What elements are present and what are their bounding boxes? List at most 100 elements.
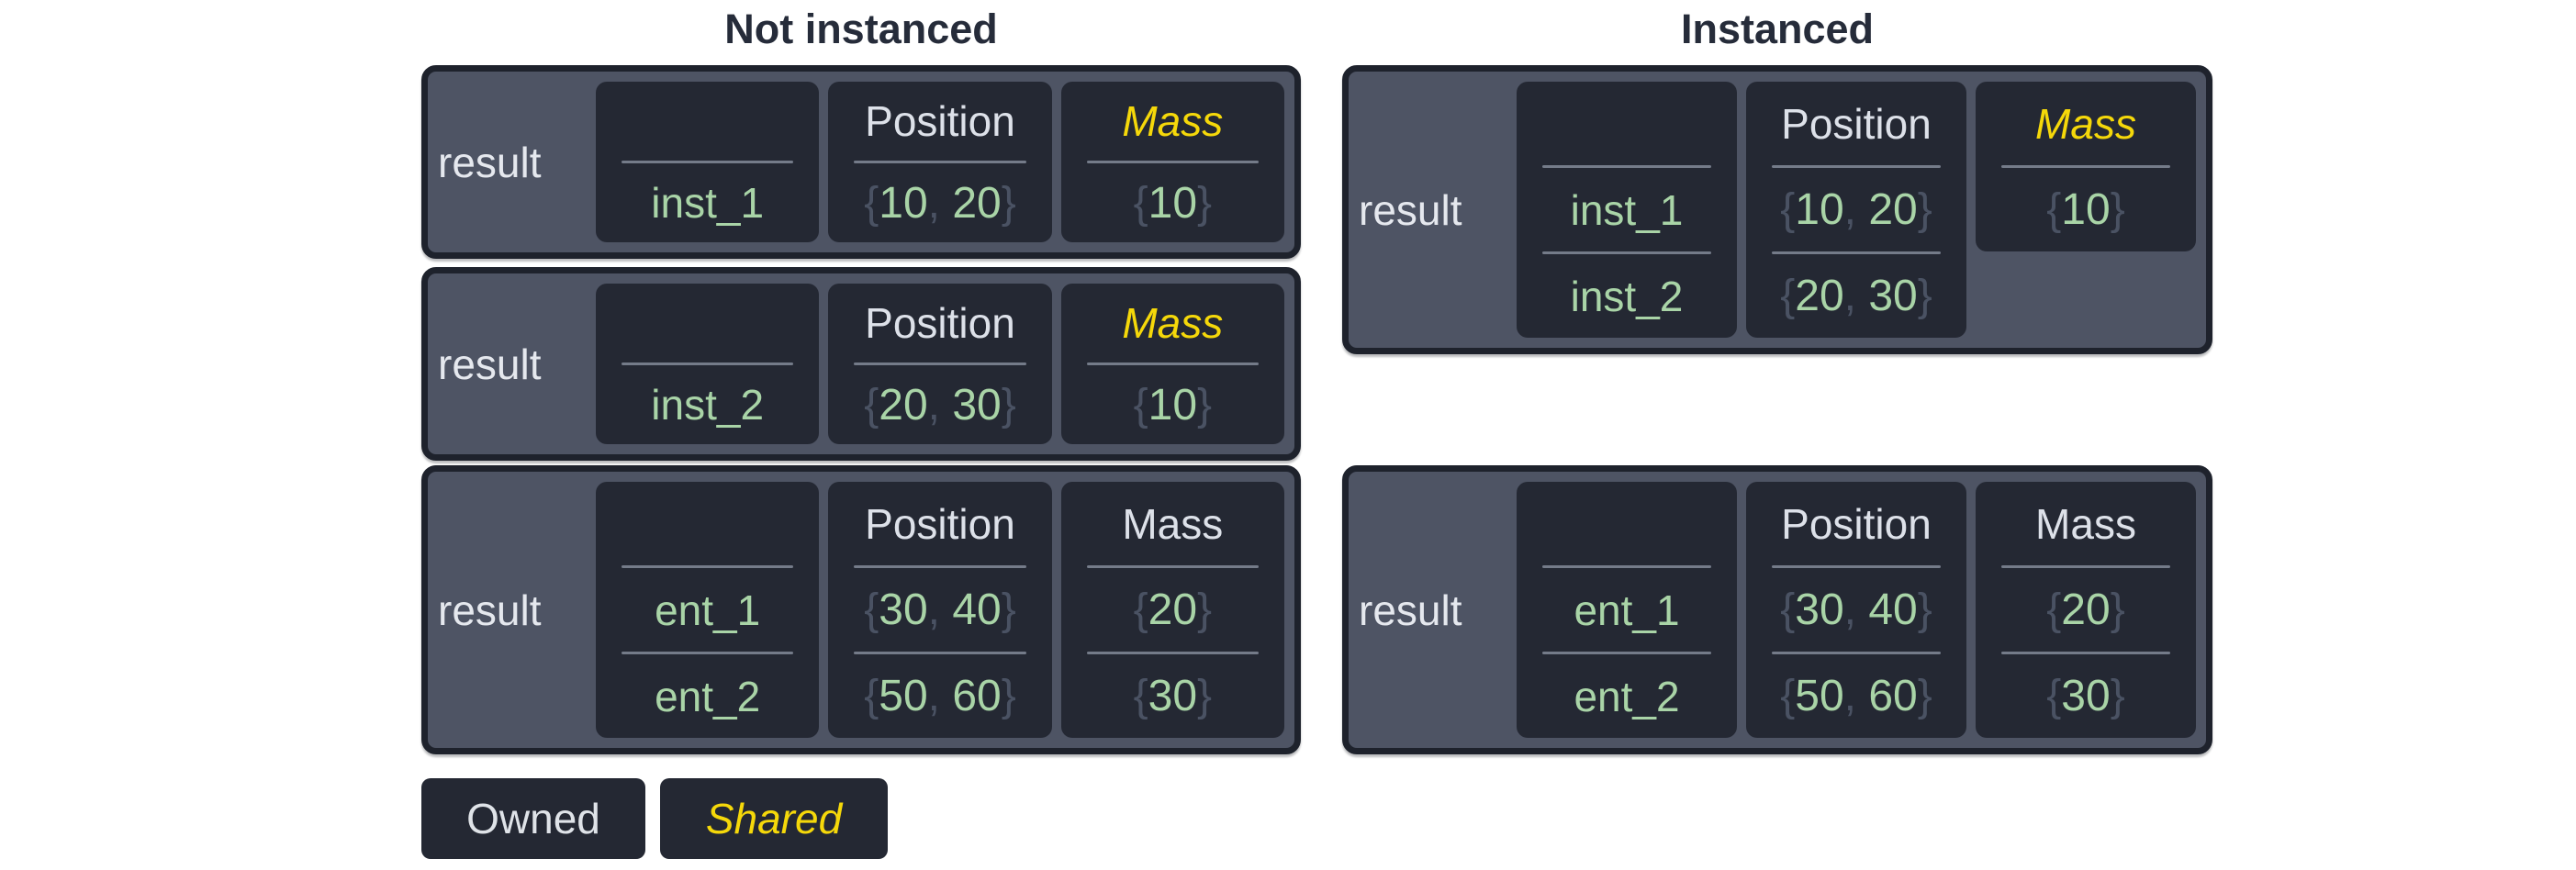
- divider: [622, 161, 794, 163]
- position-column: Position {10, 20} {20, 30}: [1746, 82, 1966, 338]
- brace-open: {: [864, 672, 879, 720]
- mass-value: {30}: [1061, 654, 1284, 738]
- number: 20: [2061, 586, 2111, 634]
- brace-open: {: [1780, 272, 1796, 320]
- component-cells: inst_1 Position {10, 20} Mass {10}: [596, 82, 1284, 242]
- entity-column-header: [596, 82, 819, 161]
- entity-column-header: [596, 482, 819, 565]
- brace-close: }: [1197, 380, 1213, 429]
- divider: [1542, 652, 1711, 654]
- mass-header-shared: Mass: [2035, 99, 2136, 148]
- entity-name: inst_1: [651, 179, 765, 227]
- position-value: {20, 30}: [828, 365, 1051, 444]
- mass-column: Mass {20} {30}: [1060, 482, 1284, 738]
- divider: [1086, 161, 1259, 163]
- comma: ,: [927, 672, 953, 720]
- number: 60: [952, 672, 1002, 720]
- brace-open: {: [1780, 672, 1796, 720]
- position-column: Position {30, 40} {50, 60}: [828, 482, 1052, 738]
- brace-close: }: [1917, 586, 1932, 634]
- divider: [1542, 565, 1711, 568]
- number: 50: [879, 672, 928, 720]
- number: 30: [1795, 586, 1844, 634]
- divider: [854, 565, 1026, 568]
- legend-shared: Shared: [660, 778, 888, 859]
- divider: [1772, 165, 1941, 168]
- entity-column-header: [1517, 482, 1737, 565]
- brace-open: {: [864, 586, 879, 634]
- entity-column: inst_2: [596, 284, 820, 444]
- result-label: result: [438, 340, 542, 388]
- brace-open: {: [1133, 586, 1148, 634]
- divider: [854, 161, 1026, 163]
- brace-open: {: [2046, 586, 2062, 634]
- brace-open: {: [2046, 672, 2062, 720]
- entity-column: ent_1 ent_2: [596, 482, 820, 738]
- mass-column: Mass {10}: [1060, 284, 1284, 444]
- brace-close: }: [1197, 178, 1213, 228]
- brace-close: }: [2110, 185, 2125, 234]
- position-value: {20, 30}: [1746, 254, 1966, 338]
- number: 30: [1868, 272, 1918, 320]
- comma: ,: [927, 380, 953, 429]
- component-cells: ent_1 ent_2 Position {30, 40} {50, 60} M…: [1517, 482, 2196, 738]
- position-column: Position {30, 40} {50, 60}: [1746, 482, 1966, 738]
- number: 50: [1795, 672, 1844, 720]
- divider: [2001, 565, 2170, 568]
- divider: [1086, 652, 1259, 654]
- divider: [622, 652, 794, 654]
- entity-name: ent_2: [655, 672, 761, 720]
- divider: [1542, 165, 1711, 168]
- divider: [1542, 251, 1711, 254]
- position-header: Position: [865, 499, 1015, 548]
- component-cells: inst_2 Position {20, 30} Mass {10}: [596, 284, 1284, 444]
- position-value: {50, 60}: [828, 654, 1051, 738]
- position-value: {30, 40}: [1746, 568, 1966, 652]
- position-value: {10, 20}: [1746, 168, 1966, 251]
- number: 10: [879, 178, 928, 228]
- mass-header: Mass: [2035, 499, 2136, 548]
- brace-open: {: [1780, 586, 1796, 634]
- section-not-instanced: Not instanced result inst_1 Position {10…: [421, 0, 1301, 870]
- result-table-not-instanced-2: result inst_2 Position {20, 30} Mass {10…: [421, 267, 1301, 461]
- comma: ,: [927, 178, 953, 228]
- legend-owned: Owned: [421, 778, 645, 859]
- mass-value: {30}: [1976, 654, 2196, 738]
- comma: ,: [1843, 272, 1869, 320]
- brace-close: }: [1001, 380, 1016, 429]
- mass-header: Mass: [1122, 499, 1224, 548]
- mass-header-shared: Mass: [1122, 97, 1224, 145]
- legend-owned-label: Owned: [466, 795, 600, 842]
- entity-name: inst_2: [1570, 272, 1684, 320]
- brace-close: }: [1197, 672, 1213, 720]
- result-table-not-instanced-entities: result ent_1 ent_2 Position {30, 40} {50…: [421, 465, 1301, 754]
- divider: [1772, 251, 1941, 254]
- brace-open: {: [864, 380, 879, 429]
- section-title-not-instanced: Not instanced: [724, 6, 998, 52]
- brace-close: }: [1001, 672, 1016, 720]
- divider: [1772, 652, 1941, 654]
- mass-header-shared: Mass: [1122, 299, 1224, 347]
- brace-close: }: [2110, 672, 2125, 720]
- divider: [1086, 565, 1259, 568]
- result-label: result: [438, 586, 542, 634]
- mass-value: {10}: [1976, 168, 2196, 251]
- comma: ,: [927, 586, 953, 634]
- brace-open: {: [1133, 178, 1148, 228]
- number: 30: [879, 586, 928, 634]
- component-cells: inst_1 inst_2 Position {10, 20} {20, 30}…: [1517, 82, 2196, 338]
- brace-open: {: [2046, 185, 2062, 234]
- number: 30: [952, 380, 1002, 429]
- entity-name: ent_1: [655, 586, 761, 634]
- mass-column: Mass {10}: [1060, 82, 1284, 242]
- position-header: Position: [865, 299, 1015, 347]
- result-table-not-instanced-1: result inst_1 Position {10, 20} Mass {10…: [421, 65, 1301, 259]
- section-instanced: Instanced result inst_1 inst_2 Position …: [1342, 0, 2212, 870]
- result-label: result: [1359, 586, 1462, 634]
- brace-close: }: [1001, 178, 1016, 228]
- entity-column-header: [1517, 82, 1737, 165]
- position-value: {30, 40}: [828, 568, 1051, 652]
- divider: [622, 362, 794, 365]
- comma: ,: [1843, 586, 1869, 634]
- entity-name: inst_2: [651, 381, 765, 429]
